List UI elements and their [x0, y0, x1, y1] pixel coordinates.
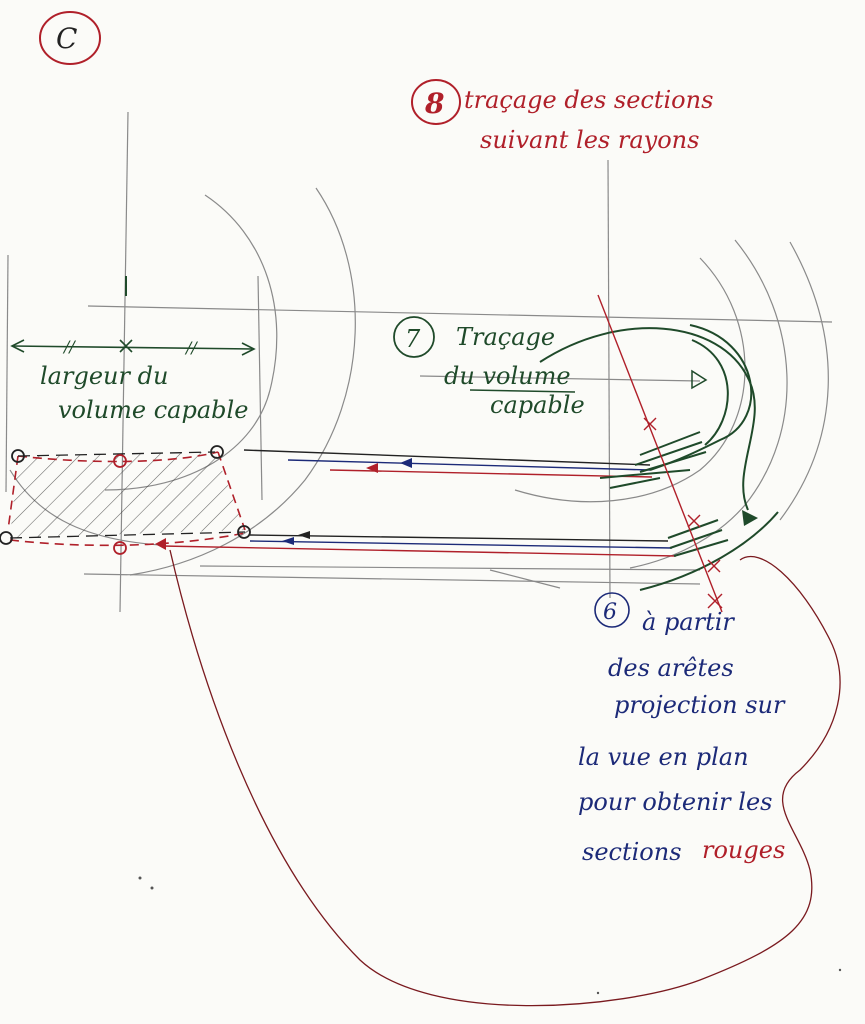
point-bottom-center [113, 541, 127, 555]
construction-points [0, 445, 251, 555]
horizontal-guide-mid [419, 375, 701, 382]
step6-line1: à partir [642, 608, 735, 636]
center-x-mark-b [119, 339, 133, 353]
volume-outline [7, 451, 246, 547]
step7-circle [393, 316, 435, 358]
step6-line3: projection sur [614, 691, 786, 719]
mid-arrow-head [691, 369, 708, 390]
width-label-line1: largeur du [40, 362, 168, 390]
left-border-line [5, 254, 9, 493]
step7-line1: Traçage [456, 323, 555, 351]
projection-lines [161, 449, 677, 557]
sweeping-red-curve [169, 549, 841, 1007]
hatched-volume [10, 452, 245, 538]
curved-arrow-head [742, 510, 758, 526]
step6-line4: la vue en plan [578, 743, 749, 771]
step8-line1: traçage des sections [464, 86, 713, 114]
step7-line3: capable [490, 391, 585, 419]
pencil-dots [138, 876, 842, 995]
arc-right-outer [629, 239, 788, 569]
point-top-right [210, 445, 224, 459]
step6-line6-sections: sections [582, 838, 682, 866]
right-border-line [257, 275, 263, 501]
step7-line2: du volume [444, 362, 571, 390]
step8-number: 8 [424, 87, 444, 120]
step8-circle [411, 79, 461, 125]
corner-c-label: C [56, 22, 77, 55]
step6-line6-rouges: rouges [702, 836, 785, 864]
step7-number: 7 [405, 325, 421, 353]
point-top-left [11, 449, 25, 463]
width-label-line2: volume capable [58, 396, 248, 424]
tick-marks-left: // [62, 337, 76, 356]
corner-c-circle [39, 11, 101, 65]
horizontal-guide-bottom-a [83, 573, 701, 585]
point-bottom-left [0, 531, 13, 545]
step6-line2: des arêtes [608, 654, 734, 682]
step6-line5: pour obtenir les [578, 788, 772, 816]
curved-arrow [539, 327, 756, 511]
step7-underline [469, 389, 576, 393]
horizontal-guide-bottom-b [199, 565, 701, 571]
step6-circle [594, 592, 630, 628]
horizontal-guide-top [87, 305, 833, 323]
step6-number: 6 [603, 600, 617, 625]
arc-right-inner [514, 257, 746, 503]
step8-line2: suivant les rayons [480, 126, 699, 154]
tick-marks-right: // [184, 338, 198, 357]
arrow-heads [155, 458, 412, 550]
point-bottom-right [237, 525, 251, 539]
point-top-center [113, 454, 127, 468]
green-sections [539, 324, 779, 591]
diagonal-short [489, 569, 561, 589]
arc-right-far [779, 241, 829, 521]
arc-far-left [129, 187, 356, 576]
width-dimension [10, 276, 256, 356]
red-radial-line [597, 294, 723, 613]
